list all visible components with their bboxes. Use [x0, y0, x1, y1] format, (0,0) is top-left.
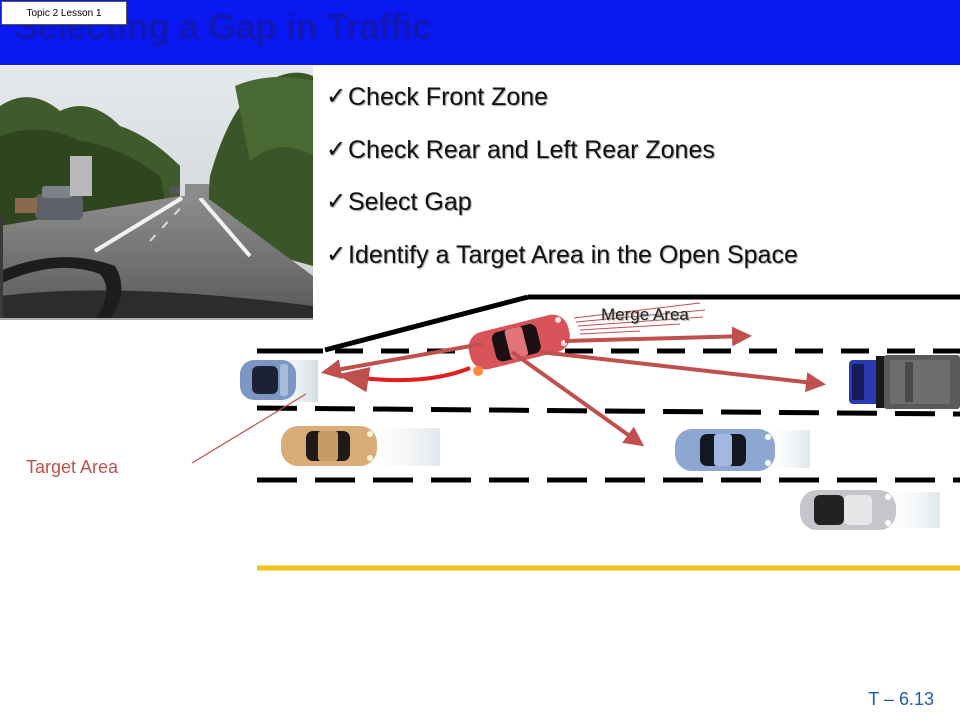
checklist-item-label: Select Gap	[348, 188, 472, 216]
checklist-item-label: Check Rear and Left Rear Zones	[348, 135, 715, 164]
car-blue-middle	[675, 429, 810, 471]
checklist-item: ✓Identify a Target Area in the Open Spac…	[326, 238, 798, 291]
look-arrow-left-rear	[510, 350, 645, 447]
look-arrow-front	[564, 326, 752, 347]
check-icon: ✓	[326, 135, 347, 163]
car-blue-left	[240, 360, 318, 402]
checklist-item: ✓Check Rear and Left Rear Zones	[326, 133, 798, 186]
check-icon: ✓	[326, 83, 347, 110]
lane-divider	[256, 405, 960, 417]
car-tan	[281, 426, 440, 466]
checklist-item: ✓Select Gap	[326, 185, 798, 238]
car-silver	[800, 490, 940, 530]
car-red-merging	[468, 314, 570, 370]
checklist-item-label: Check Front Zone	[348, 83, 549, 111]
title-bar	[0, 0, 960, 65]
slide-number: T – 6.13	[868, 689, 934, 709]
driver-view-photo	[0, 66, 313, 320]
lesson-tag: Topic 2 Lesson 1	[1, 1, 127, 25]
target-area-pointer	[191, 393, 307, 464]
look-arrow-truck	[539, 350, 826, 393]
checklist-item-label: Identify a Target Area in the Open Space	[348, 240, 798, 269]
merge-path-arrow	[336, 366, 471, 393]
look-arrow-rear	[321, 342, 483, 380]
check-icon: ✓	[326, 240, 347, 268]
ramp-edge	[324, 294, 529, 353]
merge-area-label: Merge Area	[601, 305, 689, 324]
check-icon: ✓	[326, 188, 347, 215]
truck-blue-cab	[849, 355, 960, 409]
checklist-item: ✓Check Front Zone	[326, 80, 798, 133]
target-area-label: Target Area	[26, 457, 119, 477]
turn-signal	[473, 366, 483, 376]
checklist: ✓Check Front Zone ✓Check Rear and Left R…	[326, 80, 798, 290]
